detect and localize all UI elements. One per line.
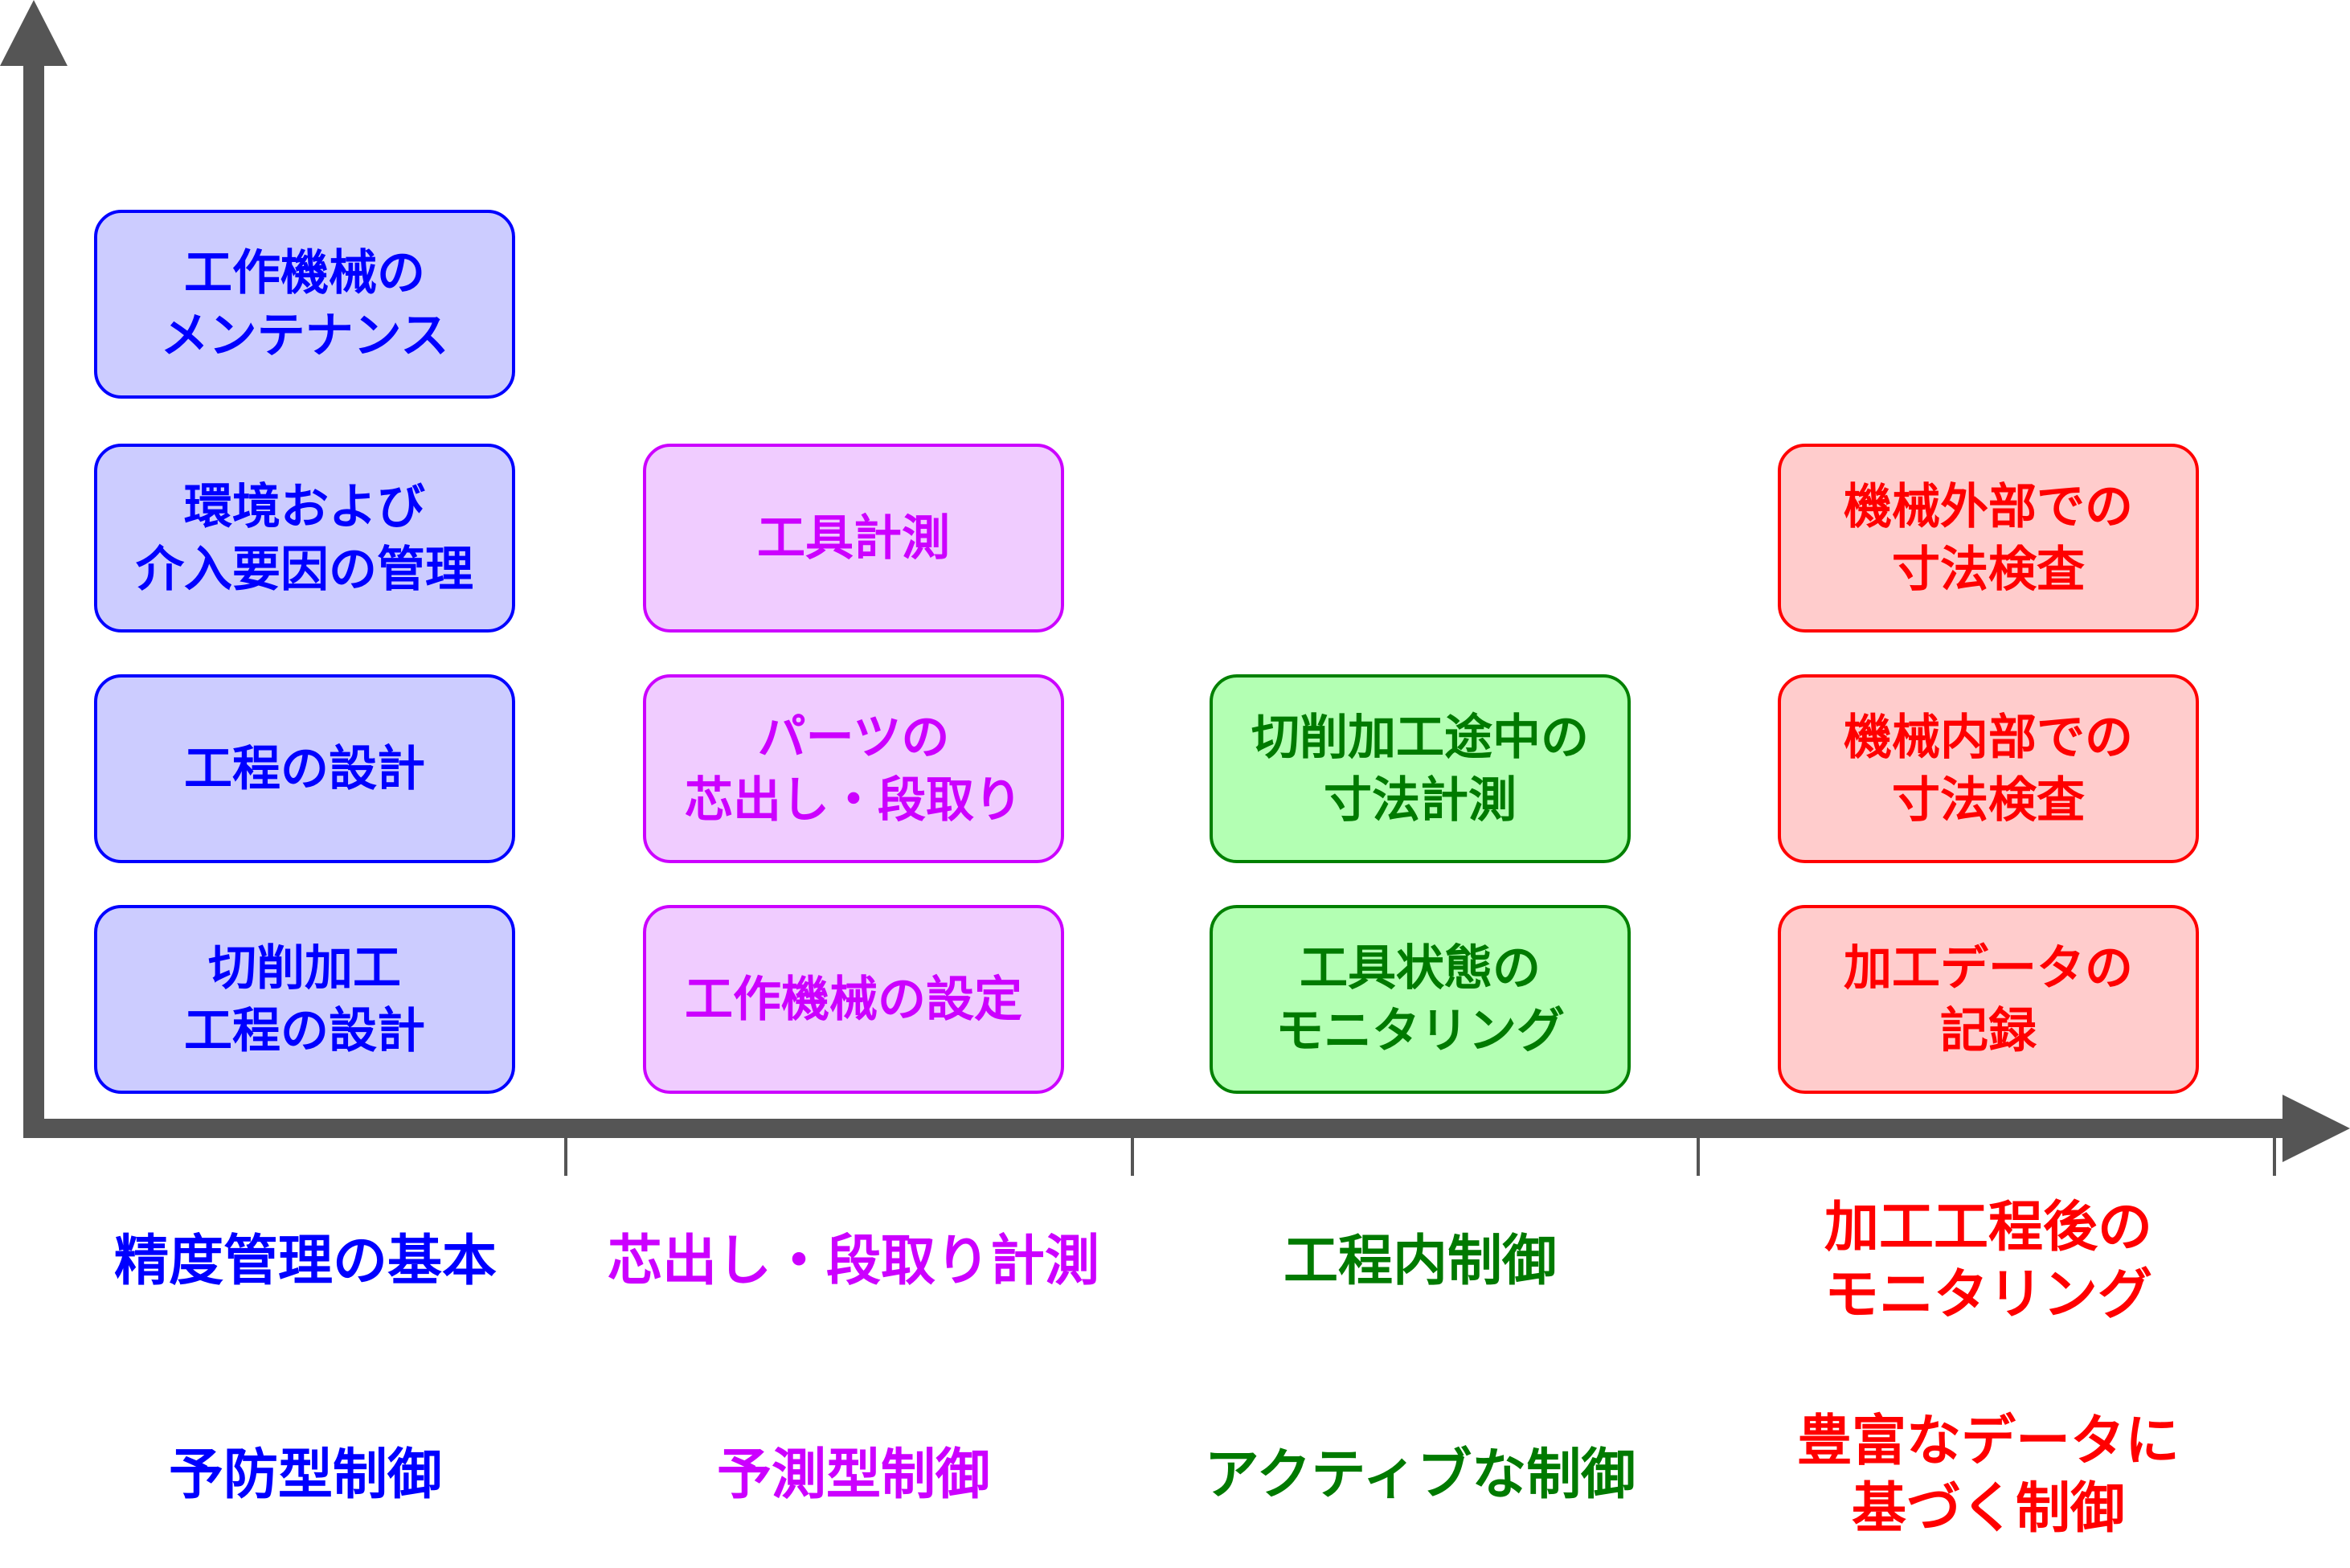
x-axis-tick [564, 1137, 567, 1176]
x-axis-tick [1697, 1137, 1700, 1176]
box-environment-management: 環境および 介入要因の管理 [94, 444, 515, 633]
category-label: 加工工程後の モニタリング [1824, 1196, 2152, 1327]
box-machine-maintenance: 工作機械の メンテナンス [94, 210, 515, 399]
box-in-process-measurement: 切削加工途中の 寸法計測 [1210, 674, 1631, 863]
control-label: アクティブな制御 [1204, 1443, 1636, 1507]
y-axis-line [23, 56, 44, 1137]
box-tool-monitoring: 工具状態の モニタリング [1210, 905, 1631, 1094]
category-label: 工程内制御 [1283, 1230, 1557, 1293]
box-internal-inspection: 機械内部での 寸法検査 [1778, 674, 2199, 863]
box-part-setup: パーツの 芯出し・段取り [643, 674, 1064, 863]
box-machine-settings: 工作機械の設定 [643, 905, 1064, 1094]
x-axis-line [23, 1119, 2290, 1138]
control-label: 予防型制御 [168, 1443, 442, 1507]
y-axis-arrowhead [0, 0, 68, 66]
x-axis-tick [2273, 1137, 2276, 1176]
x-axis-arrowhead [2282, 1095, 2350, 1162]
box-process-design: 工程の設計 [94, 674, 515, 863]
box-tool-measurement: 工具計測 [643, 444, 1064, 633]
box-data-recording: 加工データの 記録 [1778, 905, 2199, 1094]
control-label: 予測型制御 [716, 1443, 990, 1507]
box-external-inspection: 機械外部での 寸法検査 [1778, 444, 2199, 633]
x-axis-tick [1131, 1137, 1134, 1176]
category-label: 芯出し・段取り計測 [607, 1230, 1099, 1293]
control-label: 豊富なデータに 基づく制御 [1796, 1410, 2180, 1541]
category-label: 精度管理の基本 [113, 1230, 497, 1293]
box-cutting-process-design: 切削加工 工程の設計 [94, 905, 515, 1094]
